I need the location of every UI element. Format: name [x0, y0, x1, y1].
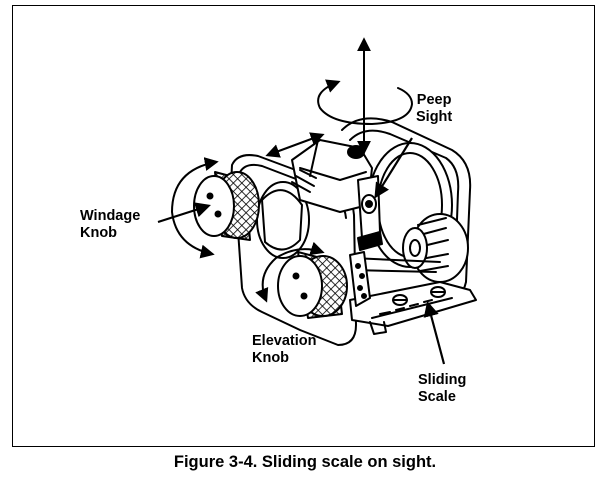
windage-knob [193, 171, 260, 241]
figure-frame [12, 5, 595, 447]
sight-diagram [157, 37, 477, 365]
label-windage-knob: Windage Knob [80, 208, 141, 241]
label-peep-sight: Peep Sight [416, 92, 453, 125]
rotation-arrow [317, 79, 414, 126]
elevation-knob [277, 251, 348, 319]
sliding-scale-leader [423, 301, 446, 365]
elevation-scale [349, 251, 371, 307]
label-sliding-scale: Sliding Scale [418, 372, 467, 405]
windage-knob-leader [157, 202, 211, 224]
windage-motion-arrow [265, 132, 325, 158]
peep-sight-leader [374, 137, 413, 199]
elevation-rotation-arrow [255, 241, 325, 303]
figure-caption: Figure 3-4. Sliding scale on sight. [173, 453, 437, 471]
windage-rotation-arrow [170, 157, 219, 259]
label-elevation-knob: Elevation Knob [252, 333, 317, 366]
